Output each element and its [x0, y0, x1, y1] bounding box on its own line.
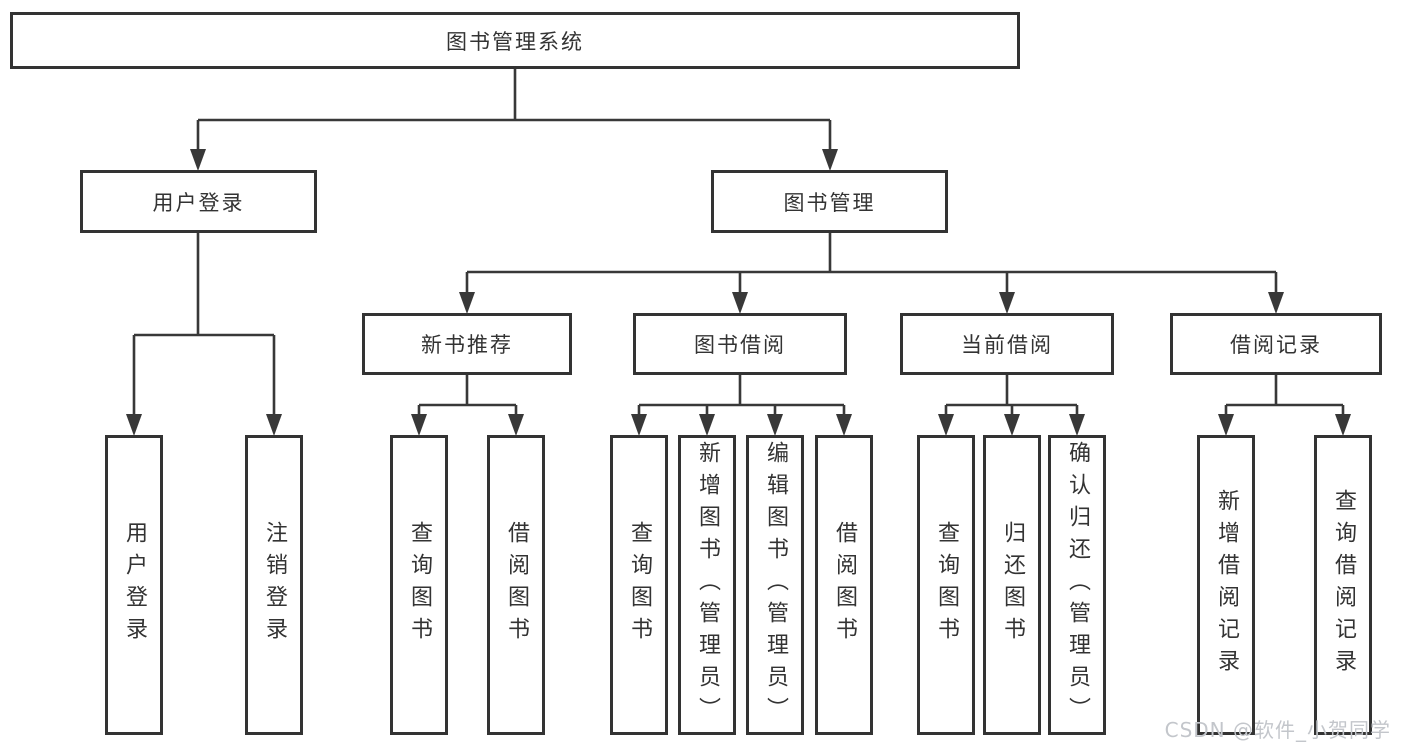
- node-label: 新增图书（管理员）: [695, 441, 720, 729]
- arrowhead-icon: [190, 149, 206, 171]
- arrowhead-icon: [699, 414, 715, 436]
- node-label: 用户登录: [152, 190, 245, 215]
- node-label: 用户登录: [122, 521, 147, 649]
- arrowhead-icon: [631, 414, 647, 436]
- arrowhead-icon: [459, 292, 475, 314]
- arrowhead-icon: [1268, 292, 1284, 314]
- node-label: 新书推荐: [421, 333, 513, 357]
- node-label: 查询图书: [407, 521, 432, 649]
- arrowhead-icon: [1335, 414, 1351, 436]
- node-label: 当前借阅: [961, 333, 1053, 357]
- node-label: 查询借阅记录: [1331, 489, 1356, 681]
- node-label: 归还图书: [1000, 521, 1025, 649]
- node-leaf-query-books-3: 查询图书: [917, 435, 975, 735]
- node-label: 查询图书: [934, 521, 959, 649]
- arrowhead-icon: [767, 414, 783, 436]
- node-leaf-query-books-1: 查询图书: [390, 435, 448, 735]
- arrowhead-icon: [836, 414, 852, 436]
- arrowhead-icon: [732, 292, 748, 314]
- arrowhead-icon: [1004, 414, 1020, 436]
- node-book-management: 图书管理: [711, 170, 948, 233]
- node-leaf-add-borrow-record: 新增借阅记录: [1197, 435, 1255, 735]
- arrowhead-icon: [126, 414, 142, 436]
- node-label: 借阅图书: [832, 521, 857, 649]
- node-leaf-edit-books-admin: 编辑图书（管理员）: [746, 435, 804, 735]
- arrowhead-icon: [508, 414, 524, 436]
- node-leaf-borrow-books-2: 借阅图书: [815, 435, 873, 735]
- node-book-borrowing: 图书借阅: [633, 313, 847, 375]
- node-label: 确认归还（管理员）: [1065, 441, 1090, 729]
- node-new-book-recommendation: 新书推荐: [362, 313, 572, 375]
- arrowhead-icon: [1069, 414, 1085, 436]
- arrowhead-icon: [938, 414, 954, 436]
- node-label: 查询图书: [627, 521, 652, 649]
- node-label: 注销登录: [262, 521, 287, 649]
- arrowhead-icon: [999, 292, 1015, 314]
- node-label: 借阅记录: [1230, 333, 1322, 357]
- csdn-watermark: CSDN @软件_小贺同学: [1164, 718, 1391, 742]
- node-label: 编辑图书（管理员）: [763, 441, 788, 729]
- node-label: 图书管理系统: [446, 29, 584, 54]
- node-current-borrowing: 当前借阅: [900, 313, 1114, 375]
- node-user-login: 用户登录: [80, 170, 317, 233]
- node-label: 图书管理: [783, 190, 876, 215]
- node-borrowing-records: 借阅记录: [1170, 313, 1382, 375]
- arrowhead-icon: [266, 414, 282, 436]
- arrowhead-icon: [411, 414, 427, 436]
- node-leaf-confirm-return-admin: 确认归还（管理员）: [1048, 435, 1106, 735]
- node-leaf-user-login: 用户登录: [105, 435, 163, 735]
- node-leaf-query-borrow-record: 查询借阅记录: [1314, 435, 1372, 735]
- node-library-management-system: 图书管理系统: [10, 12, 1020, 69]
- node-leaf-return-books: 归还图书: [983, 435, 1041, 735]
- node-label: 图书借阅: [694, 333, 786, 357]
- node-leaf-add-books-admin: 新增图书（管理员）: [678, 435, 736, 735]
- node-label: 新增借阅记录: [1214, 489, 1239, 681]
- node-leaf-query-books-2: 查询图书: [610, 435, 668, 735]
- arrowhead-icon: [822, 149, 838, 171]
- node-label: 借阅图书: [504, 521, 529, 649]
- node-leaf-borrow-books-1: 借阅图书: [487, 435, 545, 735]
- arrowhead-icon: [1218, 414, 1234, 436]
- node-leaf-logout: 注销登录: [245, 435, 303, 735]
